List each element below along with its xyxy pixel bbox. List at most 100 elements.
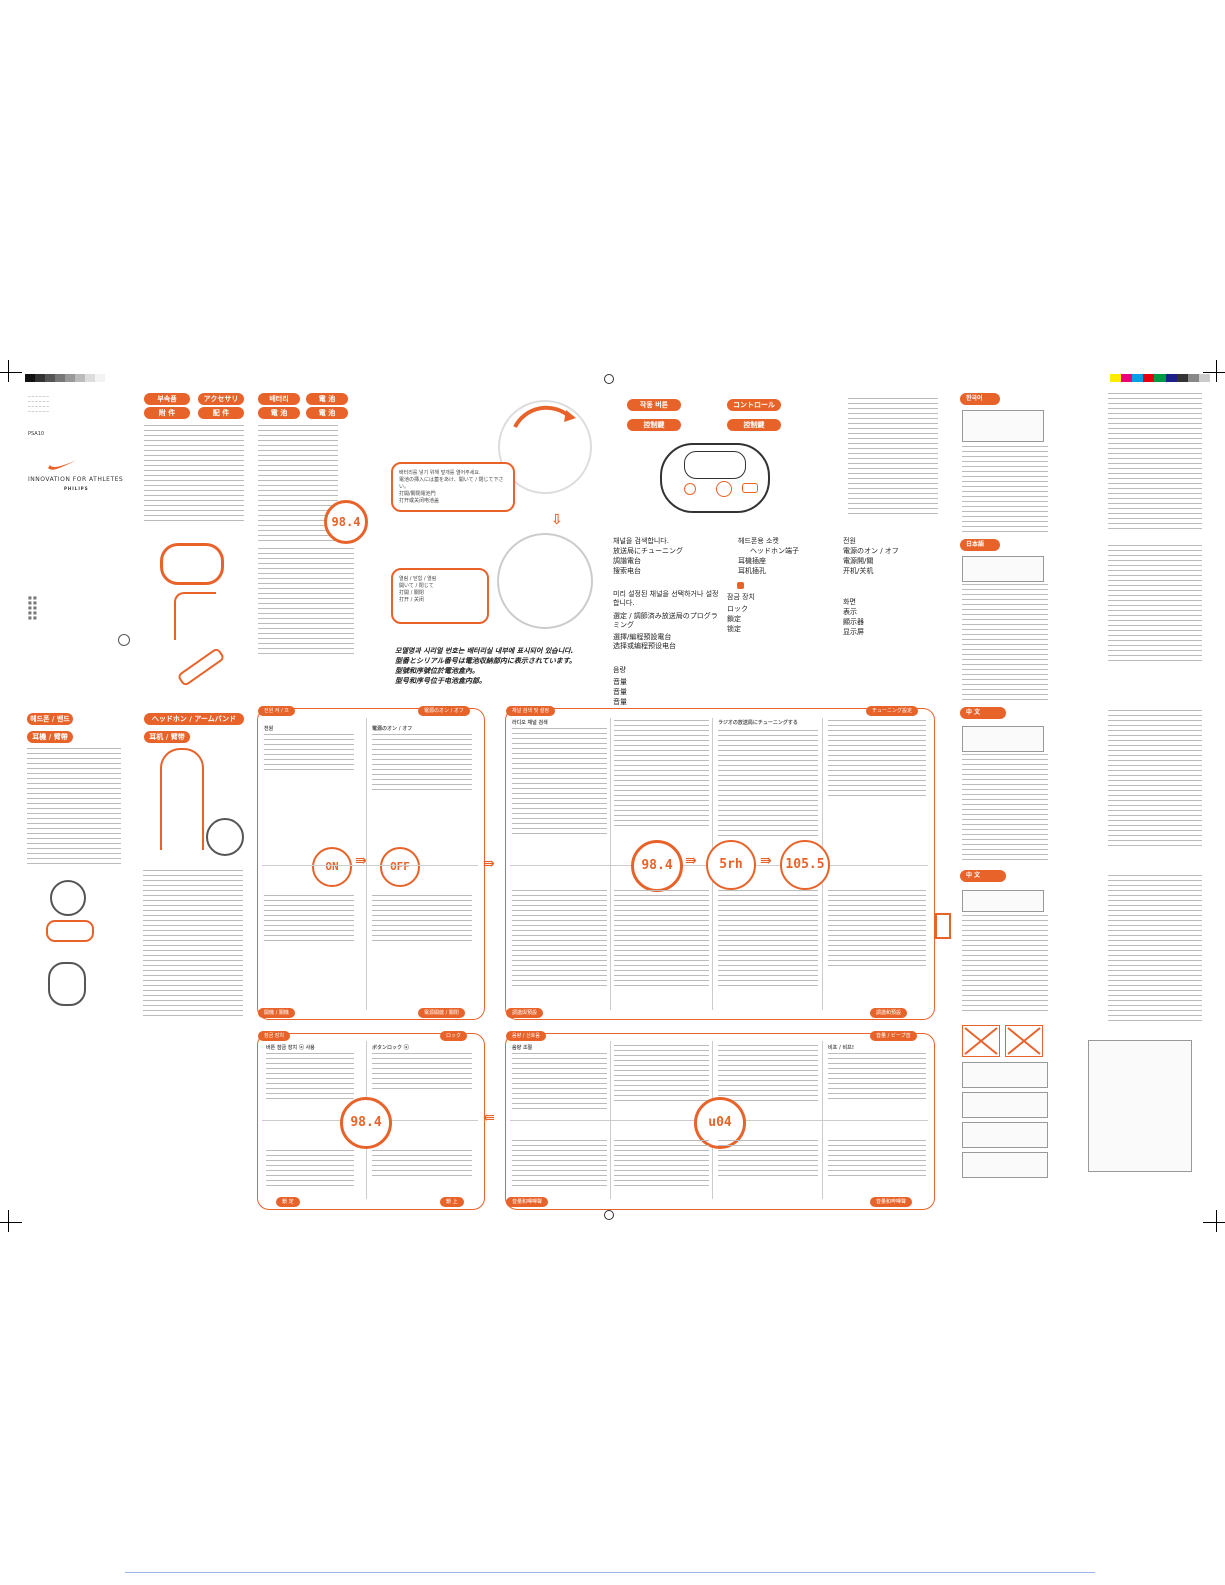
label-display-cn2: 显示屏: [843, 628, 864, 636]
volume-heading: 음량 조절: [512, 1045, 533, 1051]
tab-accessories-jp: アクセサリ: [198, 393, 244, 405]
lock-text-cn: [266, 1150, 354, 1190]
bubble-line: 열림 / 닫힘 / 열림: [399, 576, 437, 582]
japanese-warning-box: [962, 556, 1044, 582]
tab-volume-cn2: 音量和哔嗶聲: [870, 1197, 913, 1207]
tab-lock-kr: 잠금 장치: [258, 1031, 290, 1041]
tab-battery-cn2: 電 池: [306, 407, 348, 419]
tune-heading: 라디오 채널 검색: [512, 720, 548, 726]
battery-notes-text: [258, 548, 354, 658]
right-arrow-icon: ⇛: [355, 853, 367, 869]
korean-text: [962, 446, 1048, 536]
model-serial-notice-cn2: 型号和序号位于电池盒内部。: [395, 677, 486, 685]
right-column-text-top: [1108, 393, 1202, 533]
recycle-icon: [118, 634, 130, 646]
crop-mark: [0, 1222, 22, 1223]
tune-search-lcd: 5rh: [706, 840, 756, 890]
label-display-jp: 表示: [843, 608, 857, 616]
label-search-cn2: 搜索电台: [613, 567, 641, 575]
bubble-line: 打开 / 关闭: [399, 597, 424, 603]
tab-battery-kr2: 電 池: [258, 407, 300, 419]
label-power-cn2: 开机/关机: [843, 567, 874, 575]
crop-mark: [8, 1210, 9, 1232]
chinese-s-text: [962, 915, 1048, 1015]
volume-text-cn-3: [718, 1140, 818, 1180]
armband-step-1: [50, 880, 86, 916]
label-display-kr: 화면: [843, 598, 856, 606]
model-serial-notice-jp: 型番とシリアル番号は電池収納部内に表示されています。: [395, 657, 577, 665]
next-page-arrow-icon: ⇛: [483, 856, 495, 872]
bubble-line: 打开或关闭电池盖: [399, 498, 440, 504]
crop-mark: [8, 360, 9, 382]
bubble-line: 打開 / 關閉: [399, 590, 424, 596]
grayscale-bar: [25, 374, 105, 382]
label-preset-cn2: 选择或编程预设电台: [613, 642, 676, 650]
tab-power-cn: 開機 / 關機: [258, 1008, 295, 1018]
label-power-kr: 전원: [843, 537, 856, 545]
battery-lcd-display: 98.4: [324, 500, 368, 544]
tab-controls-cn: 控制鍵: [627, 419, 681, 431]
tuning-panel: [505, 708, 935, 1020]
crop-mark: [1203, 372, 1225, 373]
earphone-cord-illustration: [160, 748, 204, 850]
headphone-jack: [716, 481, 732, 497]
label-lock-cn2: 锁定: [727, 625, 741, 633]
power-heading: 전원: [264, 726, 274, 732]
lock-heading-jp: ボタンロック ⓐ: [372, 1045, 409, 1051]
divider: [262, 865, 478, 866]
tab-battery-kr: 배터리: [258, 393, 300, 405]
battery-door-bubble: 배터리를 넣기 위해 덮개를 열어주세요. 電池の挿入には蓋をあけ、開いて / …: [391, 462, 515, 512]
bubble-line: 배터리를 넣기 위해 덮개를 열어주세요.: [399, 470, 481, 476]
japanese-text: [962, 584, 1048, 704]
device-back-illustration: [206, 818, 244, 856]
nike-swoosh-logo: [46, 457, 78, 471]
page-turn-icon: [935, 913, 951, 939]
device-display: [684, 451, 746, 479]
crop-mark: [1216, 1210, 1217, 1232]
label-headphone-kr: 헤드폰용 소켓: [738, 537, 779, 545]
right-arrow-icon: ⇛: [760, 853, 772, 869]
tab-power-jp: 電源のオン / オフ: [418, 706, 470, 716]
label-display-cn: 顯示器: [843, 618, 864, 626]
armband-instructions: [143, 870, 243, 1020]
right-column-text-mid: [1108, 545, 1202, 665]
no-heat-icon: [1005, 1025, 1043, 1057]
legal-marks: ■ ■■ ■■ ■■ ■■ ■: [28, 595, 37, 620]
right-arrow-icon: ⇛: [685, 853, 697, 869]
volume-text-kr: [512, 1053, 607, 1113]
down-arrow-icon: ⇩: [551, 512, 563, 528]
tab-tune-jp: チューニング設定: [866, 706, 919, 716]
chinese-s-warning-box: [962, 890, 1044, 912]
lock-text-kr: [266, 1053, 354, 1103]
tab-power-cn2: 電源開啟 / 關閉: [418, 1008, 465, 1018]
tab-tune-cn2: 調諧和預設: [870, 1008, 908, 1018]
tab-controls-cn2: 控制鍵: [727, 419, 781, 431]
registration-mark: [604, 1210, 614, 1220]
label-power-cn: 電源開/關: [843, 557, 874, 565]
power-text-cn2: [372, 895, 472, 945]
label-headphone-cn2: 耳机插孔: [738, 567, 766, 575]
label-volume-cn: 音量: [613, 688, 627, 696]
label-preset-cn: 選擇/編程預設電台: [613, 633, 672, 641]
caution-box-1: [962, 1062, 1048, 1088]
power-on-lcd: ON: [312, 847, 352, 887]
tab-volume-cn: 音量和嗶嗶聲: [506, 1197, 549, 1207]
korean-warning-box: [962, 410, 1044, 442]
lock-icon: [737, 582, 744, 589]
label-preset-jp: 選定 / 調節済み放送局のプログラミング: [613, 612, 718, 629]
volume-panel: [505, 1033, 935, 1210]
chinese-warning-box: [962, 726, 1044, 752]
bubble-line: 打開/關閉電池門: [399, 491, 436, 497]
lock-lcd: 98.4: [340, 1097, 392, 1149]
lang-header-chinese-t: 中 文: [960, 707, 1006, 719]
slogan: INNOVATION FOR ATHLETES: [28, 476, 124, 483]
tune-text-cn-3: [718, 890, 818, 990]
tab-power-kr: 전원 켜 / 끄: [258, 706, 295, 716]
label-headphone-cn: 耳機插座: [738, 557, 766, 565]
lock-panel: [257, 1033, 485, 1210]
tab-volume-jp: 音量 / ビープ音: [870, 1031, 917, 1041]
device-open-illustration: [497, 533, 593, 629]
battery-illustration: [176, 646, 226, 688]
volume-text-jp: [718, 1045, 818, 1105]
tune-text-cn-4: [828, 890, 926, 970]
